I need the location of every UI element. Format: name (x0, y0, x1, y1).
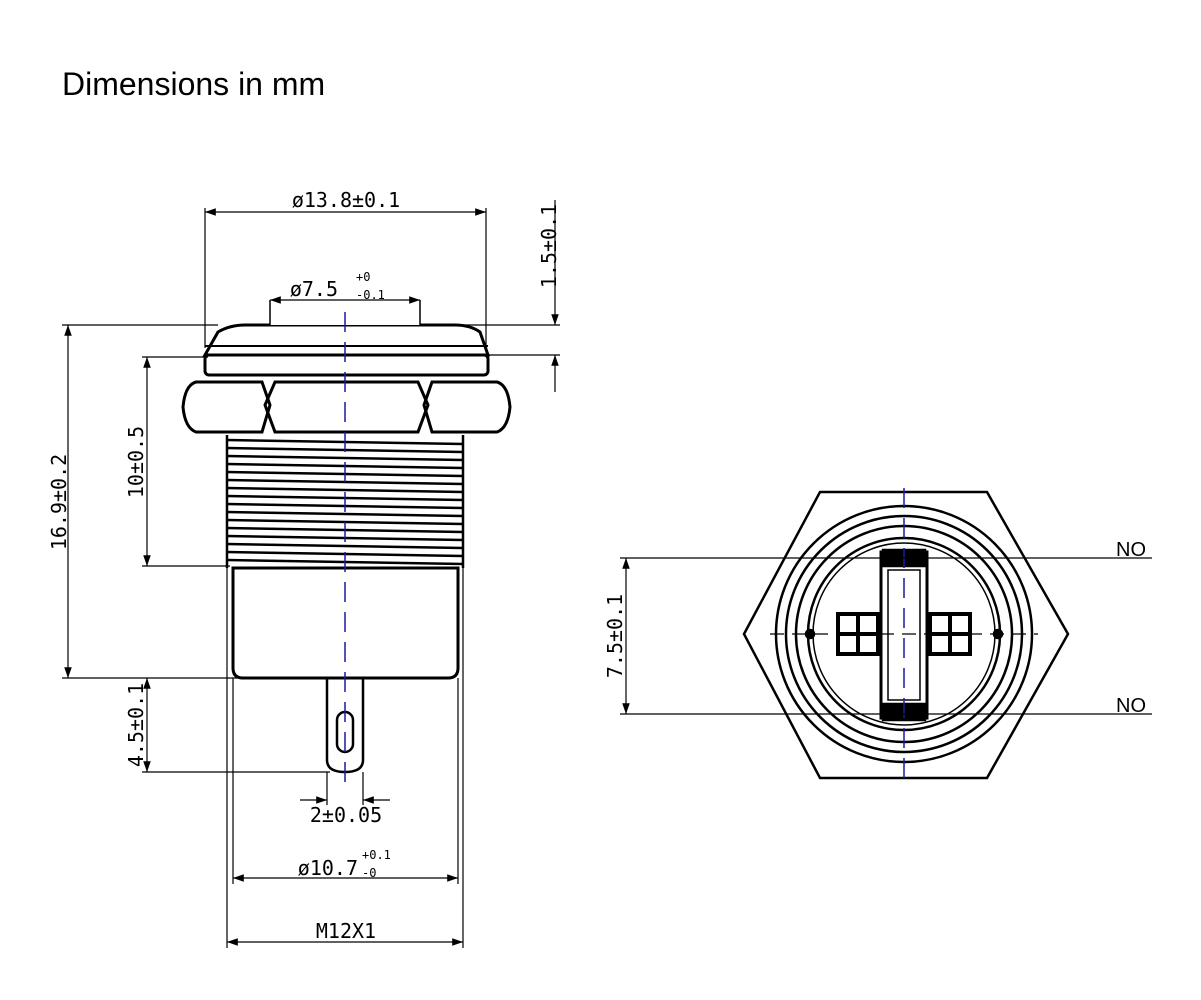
bottom-contact-label: NO (1116, 695, 1146, 717)
overall-diameter-label: ø13.8±0.1 (292, 188, 400, 212)
body-diameter-tol-lower: -0 (362, 866, 376, 880)
page-title: Dimensions in mm (62, 66, 326, 102)
body-diameter-label: ø10.7 (298, 856, 358, 880)
body-diameter-tol-upper: +0.1 (362, 848, 391, 862)
top-contact-label: NO (1116, 539, 1146, 561)
pin-width-label: 2±0.05 (310, 803, 382, 827)
terminal-pin (325, 678, 365, 774)
top-dimensions (620, 557, 1152, 715)
button-diameter-label: ø7.5 (290, 277, 338, 301)
head-height-label: 1.5±0.1 (537, 204, 561, 288)
hex-outline (742, 490, 1070, 780)
button-diameter-tol-upper: +0 (356, 270, 370, 284)
side-view (181, 300, 512, 790)
pin-length-label: 4.5±0.1 (124, 683, 148, 767)
thread-length-label: 10±0.5 (124, 426, 148, 498)
thread-spec-label: M12X1 (316, 919, 376, 943)
lower-body (231, 566, 460, 680)
top-view (742, 488, 1070, 785)
button-diameter-tol-lower: -0.1 (356, 288, 385, 302)
total-height-label: 16.9±0.2 (47, 454, 71, 550)
side-dimensions (62, 200, 560, 948)
hex-nut (181, 380, 512, 434)
head-bezel (202, 300, 491, 377)
contact-spacing-label: 7.5±0.1 (603, 594, 627, 678)
